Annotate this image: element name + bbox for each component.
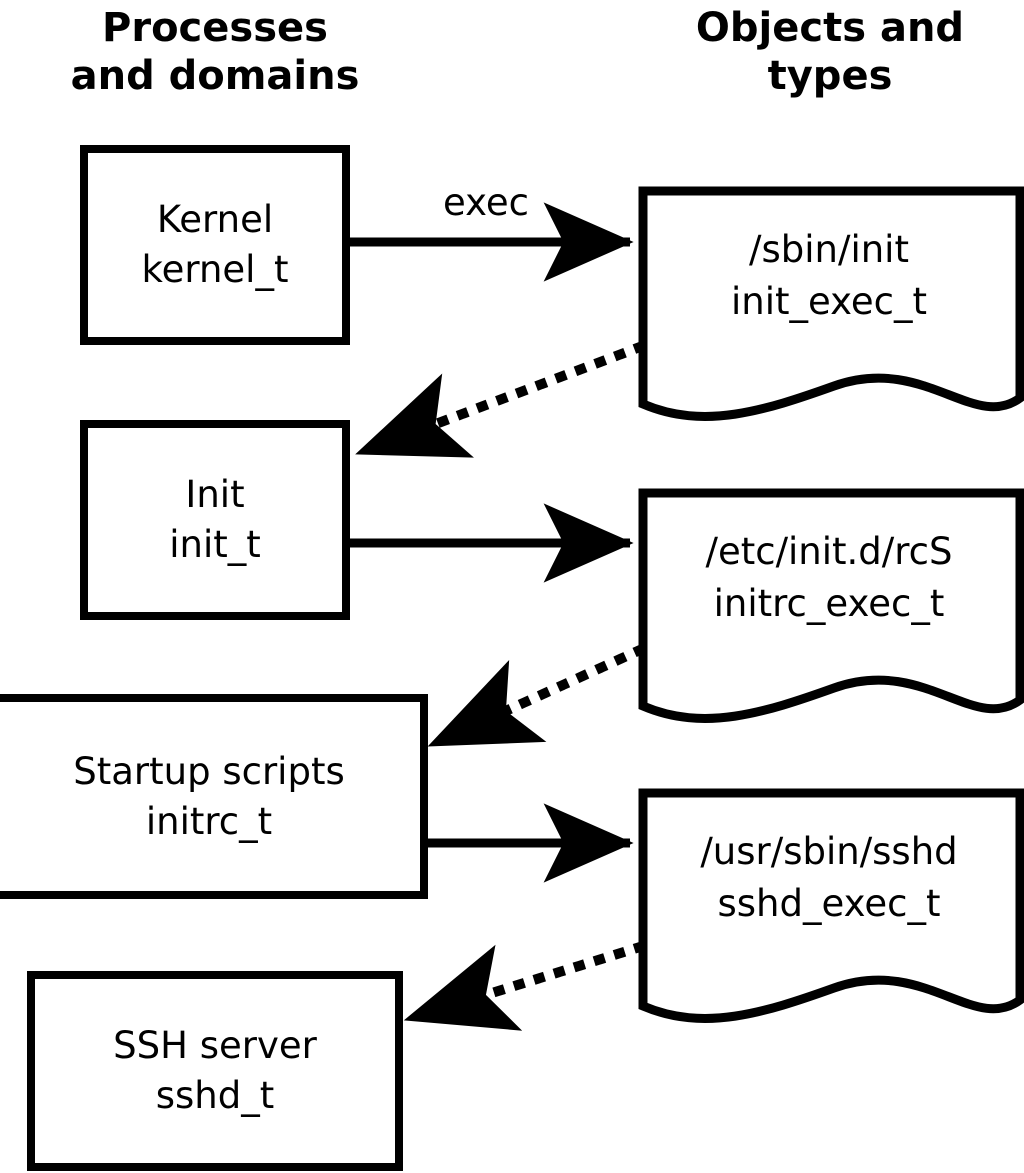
edge-initrc-exec-to-initrc [427,643,647,747]
process-box-initrc-name: Startup scripts [73,749,345,793]
object-doc-initrc-exec-path: /etc/init.d/rcS [705,530,953,573]
process-box-init-type: init_t [169,523,261,566]
object-doc-init-exec-type: init_exec_t [730,280,927,323]
document-shape-icon [638,488,1024,723]
process-box-kernel-name: Kernel [156,198,274,241]
column-title-objects: Objects and types [695,5,965,99]
column-title-processes: Processes and domains [70,5,360,99]
object-doc-sshd-exec-type: sshd_exec_t [717,882,941,925]
object-doc-initrc-exec-type: initrc_exec_t [713,582,945,625]
object-doc-init-exec-path: /sbin/init [749,228,909,271]
edge-init-exec-to-init [355,340,647,458]
process-box-initrc-type: initrc_t [145,799,273,843]
object-doc-sshd-exec-path: /usr/sbin/sshd [700,830,958,873]
object-doc-sshd-exec[interactable]: /usr/sbin/sshd sshd_exec_t [634,788,1024,1038]
edge-label-exec: exec [443,181,529,224]
object-doc-init-exec[interactable]: /sbin/init init_exec_t [634,186,1024,436]
process-box-init-name: Init [185,473,245,516]
document-shape-icon [638,788,1024,1023]
process-box-kernel-type: kernel_t [141,248,289,291]
document-shape-icon [638,186,1024,421]
process-box-kernel[interactable]: Kernel kernel_t [80,145,350,345]
process-box-init[interactable]: Init init_t [80,420,350,620]
process-box-sshd-name: SSH server [113,1024,317,1067]
object-doc-initrc-exec[interactable]: /etc/init.d/rcS initrc_exec_t [634,488,1024,738]
process-box-sshd-type: sshd_t [155,1074,275,1117]
process-box-sshd[interactable]: SSH server sshd_t [27,971,403,1171]
edge-sshd-exec-to-sshd [403,940,647,1031]
process-box-initrc[interactable]: Startup scripts initrc_t [0,694,428,899]
